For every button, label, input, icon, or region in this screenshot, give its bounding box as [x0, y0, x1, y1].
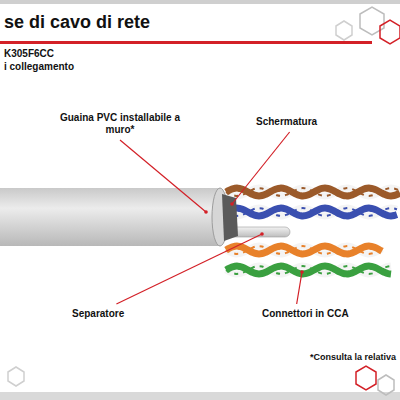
white-strand: [226, 188, 400, 196]
part-label: Guaina PVC installabile a muro*: [55, 112, 185, 136]
strand-stripe: [226, 266, 391, 274]
colored-strand: [226, 246, 382, 254]
white-strand: [226, 246, 382, 254]
bottom-frame: [0, 392, 400, 400]
leader-line: [120, 140, 206, 212]
leader-dot: [300, 270, 304, 274]
shield-foil: [222, 194, 238, 241]
part-label: Connettori in CCA: [262, 308, 349, 320]
leader-line: [232, 132, 290, 204]
leader-line: [297, 272, 302, 304]
leader-dot: [230, 202, 234, 206]
leader-dot: [260, 232, 264, 236]
colored-strand: [226, 266, 391, 274]
leader-line: [116, 234, 262, 304]
header-rule: [0, 41, 372, 44]
subtitle-text: i collegamento: [4, 61, 74, 73]
part-label: Schermatura: [256, 116, 317, 128]
white-strand: [226, 266, 391, 274]
colored-strand: [226, 188, 400, 196]
footnote: *Consulta la relativa: [310, 352, 396, 363]
strand-stripe: [226, 188, 400, 196]
colored-strand: [226, 208, 397, 216]
leader-dot: [204, 210, 208, 214]
leader-lines: [116, 132, 303, 304]
strand-stripe: [226, 208, 397, 216]
part-label: Separatore: [72, 308, 124, 320]
top-frame: [0, 0, 400, 4]
subtitle-text: K305F6CC: [4, 48, 54, 60]
white-strand: [226, 208, 397, 216]
strand-stripe: [226, 246, 382, 254]
title: se di cavo di rete: [4, 12, 150, 34]
